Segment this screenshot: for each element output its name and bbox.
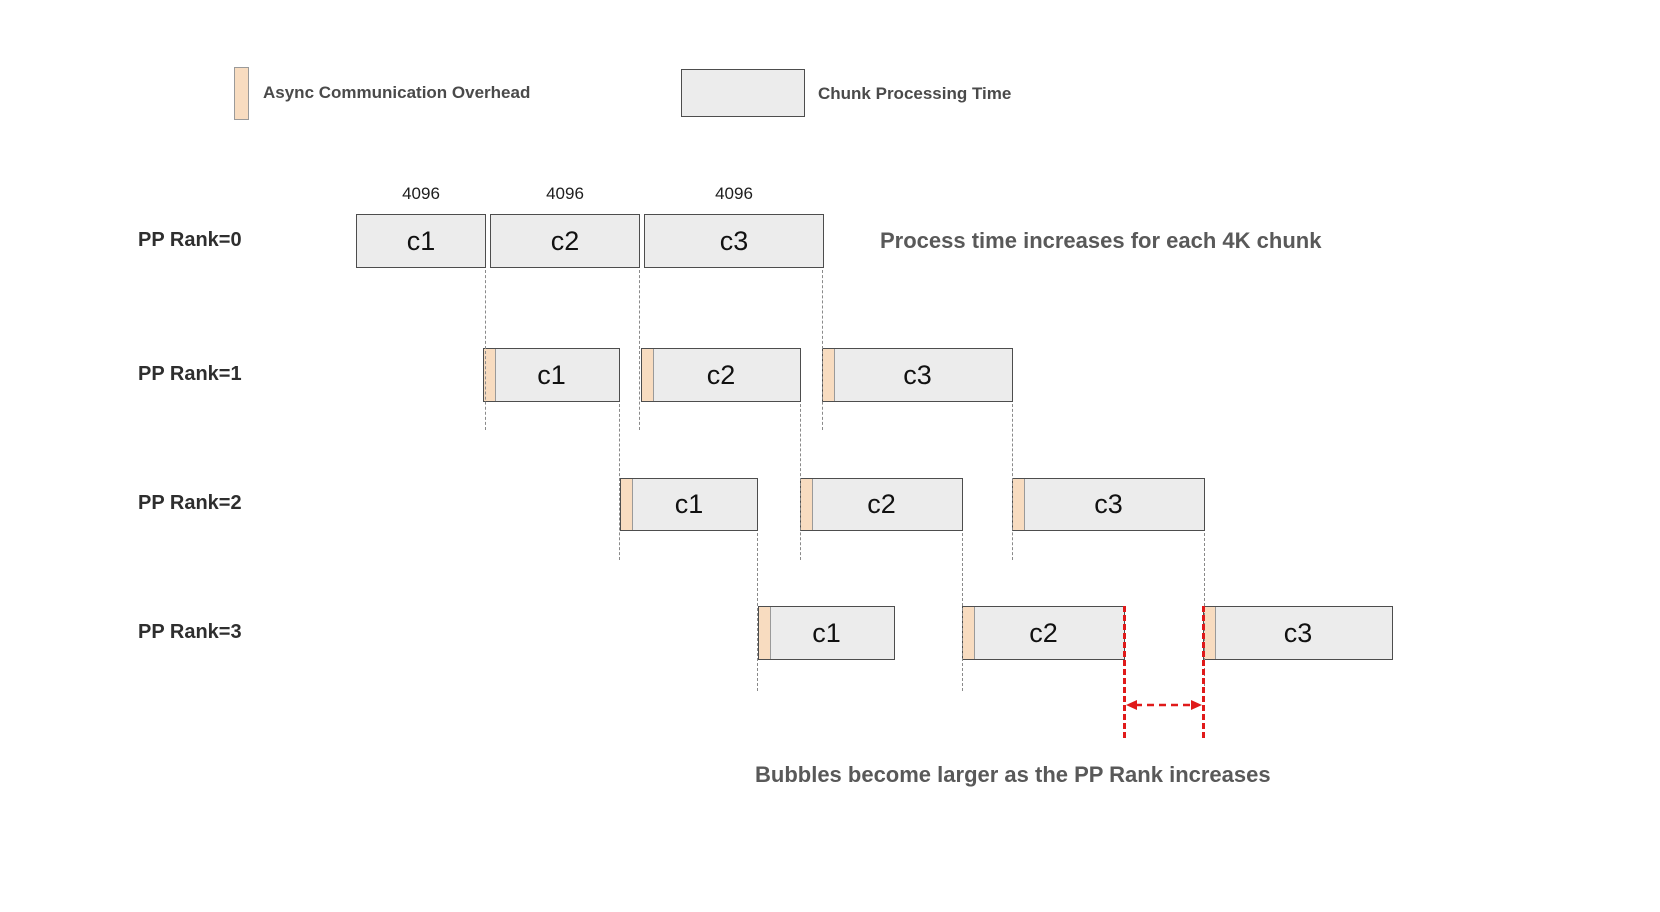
async-overhead-bar <box>801 479 813 530</box>
async-overhead-bar <box>642 349 654 401</box>
async-overhead-bar <box>484 349 496 401</box>
row-label-pp-rank-3: PP Rank=3 <box>138 621 242 643</box>
annotation-bubbles: Bubbles become larger as the PP Rank inc… <box>755 762 1271 787</box>
chunk: c3 <box>1012 478 1205 531</box>
chunk: c3 <box>644 214 824 268</box>
dependency-dashed-line <box>619 404 620 560</box>
bubble-boundary-right-line <box>1202 606 1205 738</box>
dependency-dashed-line <box>822 270 823 430</box>
chunk-label: c2 <box>550 225 580 256</box>
dependency-dashed-line <box>485 270 486 430</box>
chunk-size-label: 4096 <box>402 184 440 203</box>
chunk-size-label: 4096 <box>546 184 584 203</box>
dependency-dashed-line <box>639 270 640 430</box>
legend-chunk-label: Chunk Processing Time <box>818 84 1012 103</box>
legend-async-label: Async Communication Overhead <box>263 83 531 102</box>
chunk: c2 <box>800 478 963 531</box>
chunk-label: c2 <box>867 489 896 519</box>
legend-chunk-swatch-icon <box>681 69 805 117</box>
chunk-label: c2 <box>706 359 736 390</box>
chunk: c1 <box>483 348 620 402</box>
async-overhead-bar <box>621 479 633 530</box>
chunk: c2 <box>490 214 640 268</box>
chunk-label: c3 <box>903 359 932 390</box>
row-label-pp-rank-1: PP Rank=1 <box>138 363 242 385</box>
chunk-label: c2 <box>1029 617 1058 648</box>
chunk-label: c1 <box>812 617 841 648</box>
async-overhead-bar <box>963 607 975 659</box>
dependency-dashed-line <box>757 533 758 691</box>
chunk-size-label: 4096 <box>715 184 753 203</box>
chunk: c2 <box>641 348 801 402</box>
row-label-pp-rank-2: PP Rank=2 <box>138 492 242 514</box>
chunk-label: c1 <box>674 489 704 519</box>
bubble-width-arrow-icon <box>1126 700 1202 710</box>
chunk-label: c1 <box>406 225 436 256</box>
chunk: c3 <box>1203 606 1393 660</box>
async-overhead-bar <box>759 607 771 659</box>
chunk: c3 <box>822 348 1013 402</box>
chunk: c1 <box>758 606 895 660</box>
dependency-dashed-line <box>1012 404 1013 560</box>
chunk-label: c3 <box>1283 617 1313 648</box>
dependency-dashed-line <box>962 533 963 691</box>
chunk: c1 <box>620 478 758 531</box>
legend-async-swatch-icon <box>234 67 249 120</box>
chunk-label: c1 <box>537 359 566 390</box>
bubble-boundary-left-line <box>1123 606 1126 738</box>
chunk-label: c3 <box>1094 489 1123 519</box>
chunk: c1 <box>356 214 486 268</box>
chunk: c2 <box>962 606 1125 660</box>
async-overhead-bar <box>1204 607 1216 659</box>
dependency-dashed-line <box>800 404 801 560</box>
row-label-pp-rank-0: PP Rank=0 <box>138 229 242 251</box>
async-overhead-bar <box>823 349 835 401</box>
chunk-label: c3 <box>719 225 749 256</box>
async-overhead-bar <box>1013 479 1025 530</box>
annotation-process-time: Process time increases for each 4K chunk <box>880 228 1322 253</box>
